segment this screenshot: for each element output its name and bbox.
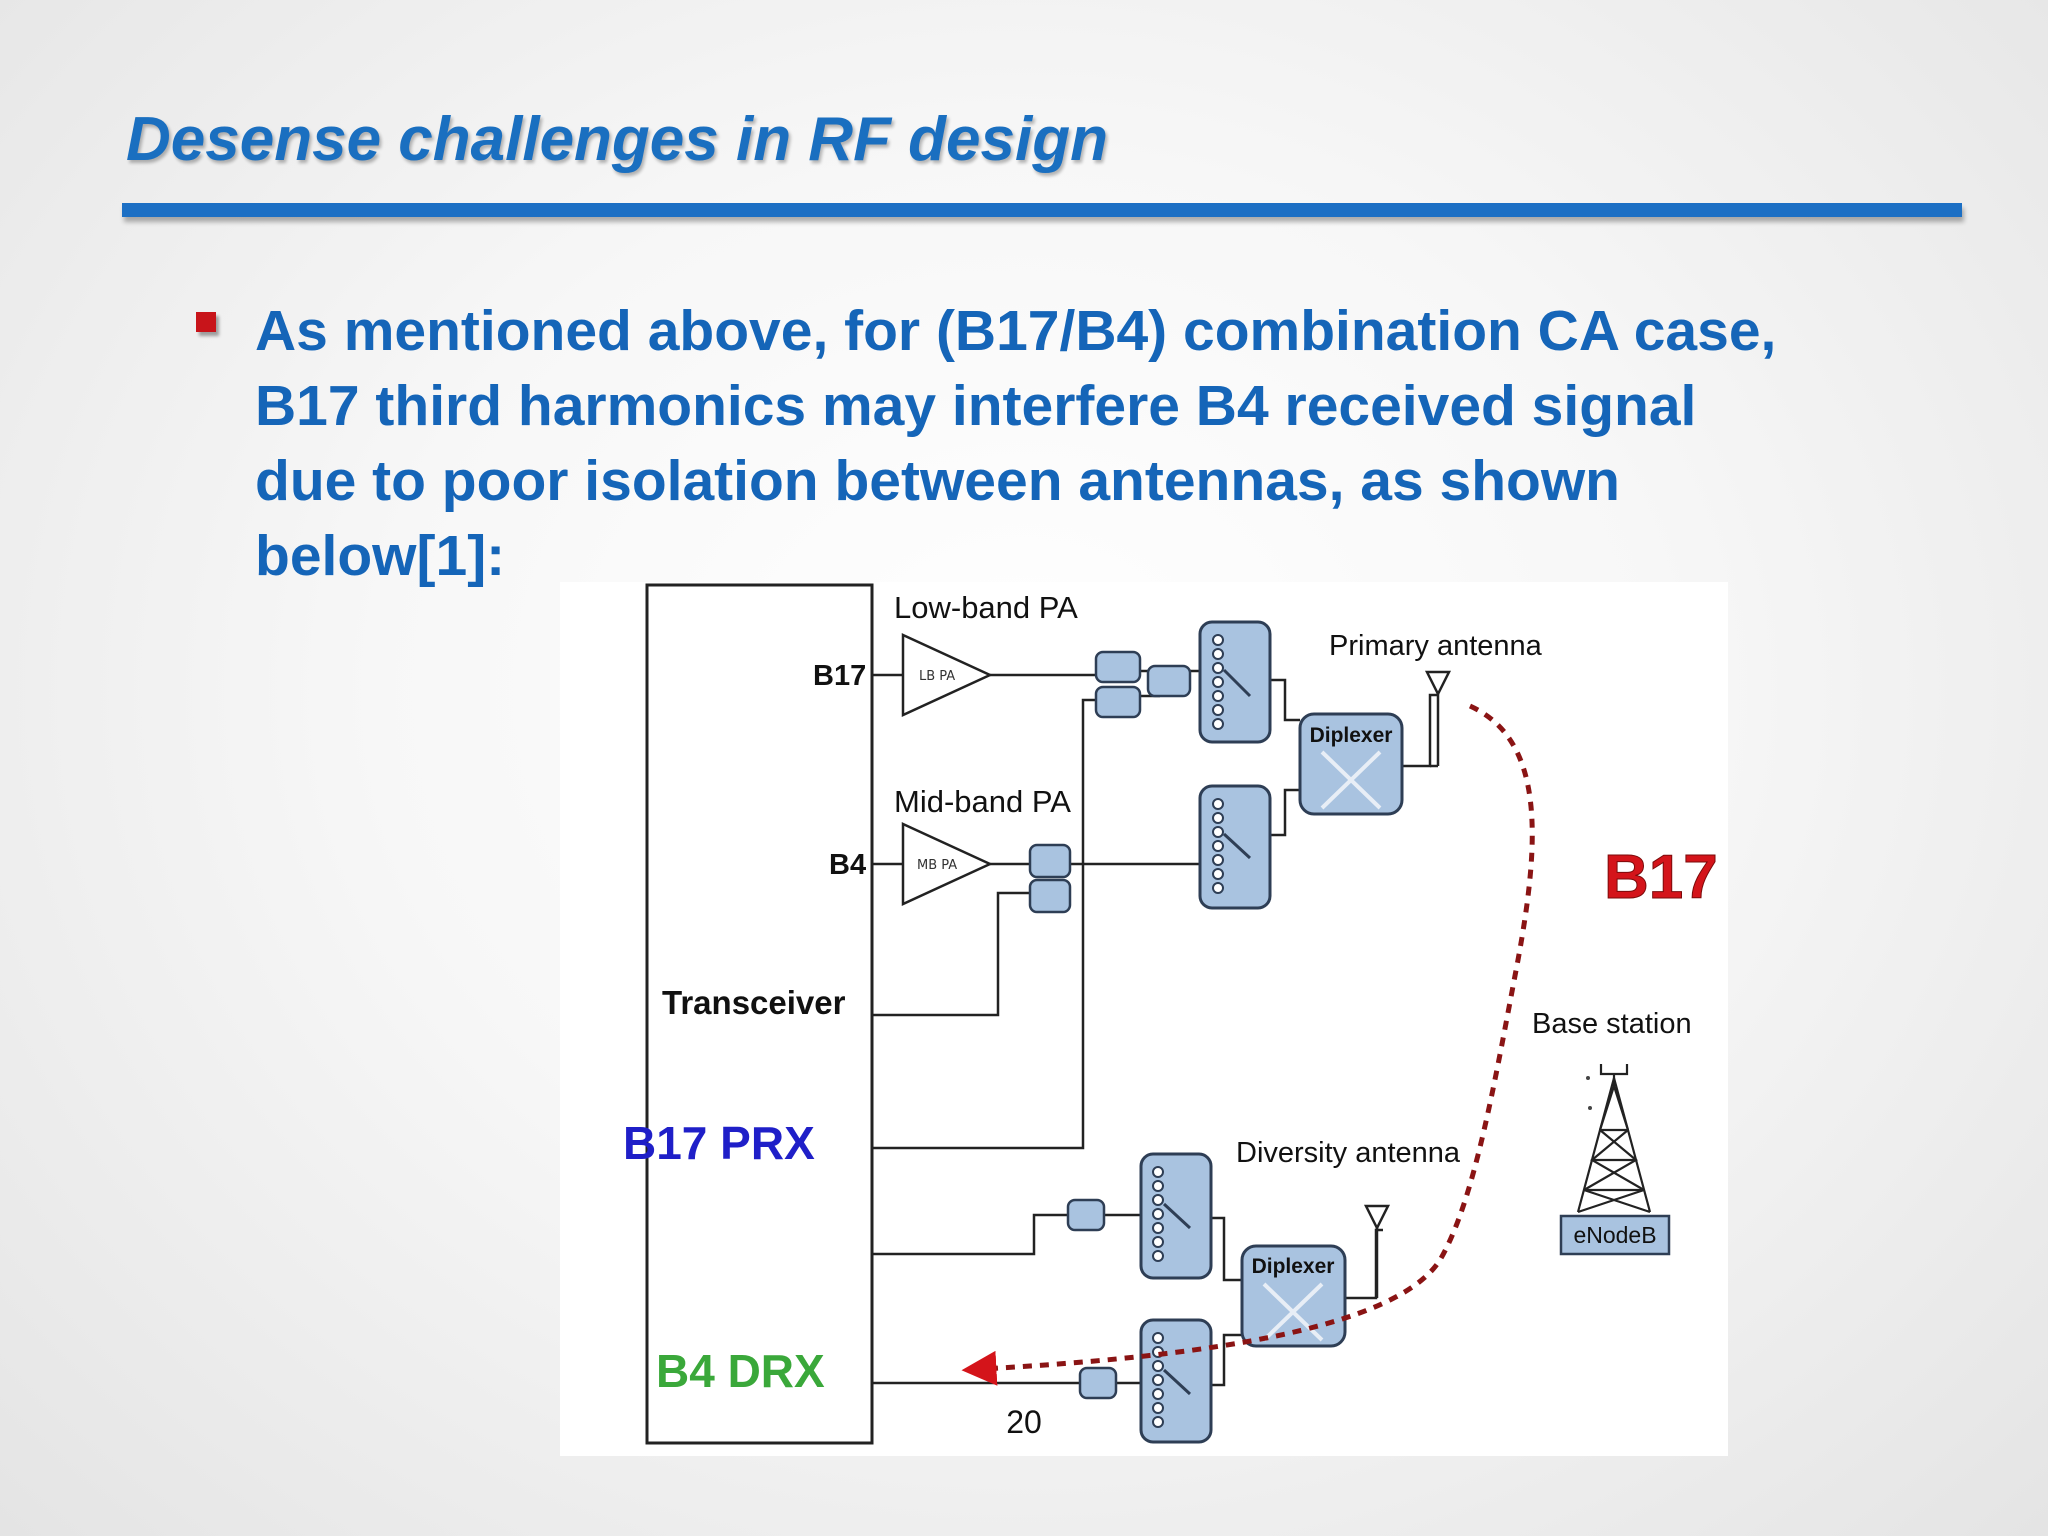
primary-diplexer-label: Diplexer (1310, 724, 1393, 747)
low-band-pa: LB PA (901, 633, 993, 717)
slide-title: Desense challenges in RF design (126, 105, 1108, 174)
diversity-switch-lower (1139, 1318, 1213, 1444)
mid-band-pa-label: Mid-band PA (894, 784, 1071, 819)
bullet-line-1: As mentioned above, for (B17/B4) combina… (255, 299, 1777, 363)
mb-pa-label: MB PA (917, 858, 957, 873)
page-number: 20 (1006, 1404, 1042, 1440)
rf-desense-diagram: LB PA Low-band PA B17 MB PA Mid-band PA … (560, 582, 1728, 1456)
transceiver-block (645, 583, 874, 1445)
bullet-paragraph: As mentioned above, for (B17/B4) combina… (255, 294, 1975, 594)
low-band-pa-label: Low-band PA (894, 590, 1078, 625)
primary-switch-lower (1198, 784, 1272, 910)
diversity-diplexer: Diplexer (1240, 1244, 1347, 1348)
bullet-line-4: below[1]: (255, 524, 506, 588)
bullet-marker (196, 312, 216, 332)
rf-wiring (872, 669, 1438, 1387)
base-station-label: Base station (1532, 1008, 1692, 1040)
title-underline (122, 203, 1962, 217)
diversity-antenna-icon (1363, 1204, 1391, 1298)
enodeb-box (1559, 1214, 1671, 1256)
interference-label: B17 3fo (1604, 843, 1728, 912)
diversity-switch-upper (1139, 1152, 1213, 1280)
primary-switch-upper (1198, 620, 1272, 744)
b4-port-label: B4 (829, 849, 866, 881)
base-station-tower-icon (1576, 1064, 1652, 1214)
primary-duplexer-b17 (1094, 650, 1192, 719)
b4-drx-label: B4 DRX (656, 1345, 825, 1397)
diversity-diplexer-label: Diplexer (1252, 1255, 1335, 1278)
primary-duplexer-b4 (1028, 843, 1072, 914)
b17-port-label: B17 (813, 660, 866, 692)
mid-band-pa: MB PA (901, 822, 993, 906)
signal-dot (1588, 1106, 1592, 1110)
primary-antenna-label: Primary antenna (1329, 630, 1543, 662)
bullet-line-2: B17 third harmonics may interfere B4 rec… (255, 374, 1697, 438)
transceiver-label: Transceiver (662, 984, 846, 1021)
primary-antenna-icon (1424, 670, 1452, 768)
enodeb-label: eNodeB (1573, 1222, 1656, 1248)
lb-pa-label: LB PA (919, 669, 955, 684)
signal-dot (1586, 1076, 1590, 1080)
b17-prx-label: B17 PRX (623, 1117, 815, 1169)
diversity-antenna-label: Diversity antenna (1236, 1137, 1461, 1169)
diversity-filters (1066, 1198, 1118, 1400)
primary-diplexer: Diplexer (1298, 712, 1404, 816)
bullet-line-3: due to poor isolation between antennas, … (255, 449, 1620, 513)
interference-path (961, 703, 1535, 1386)
